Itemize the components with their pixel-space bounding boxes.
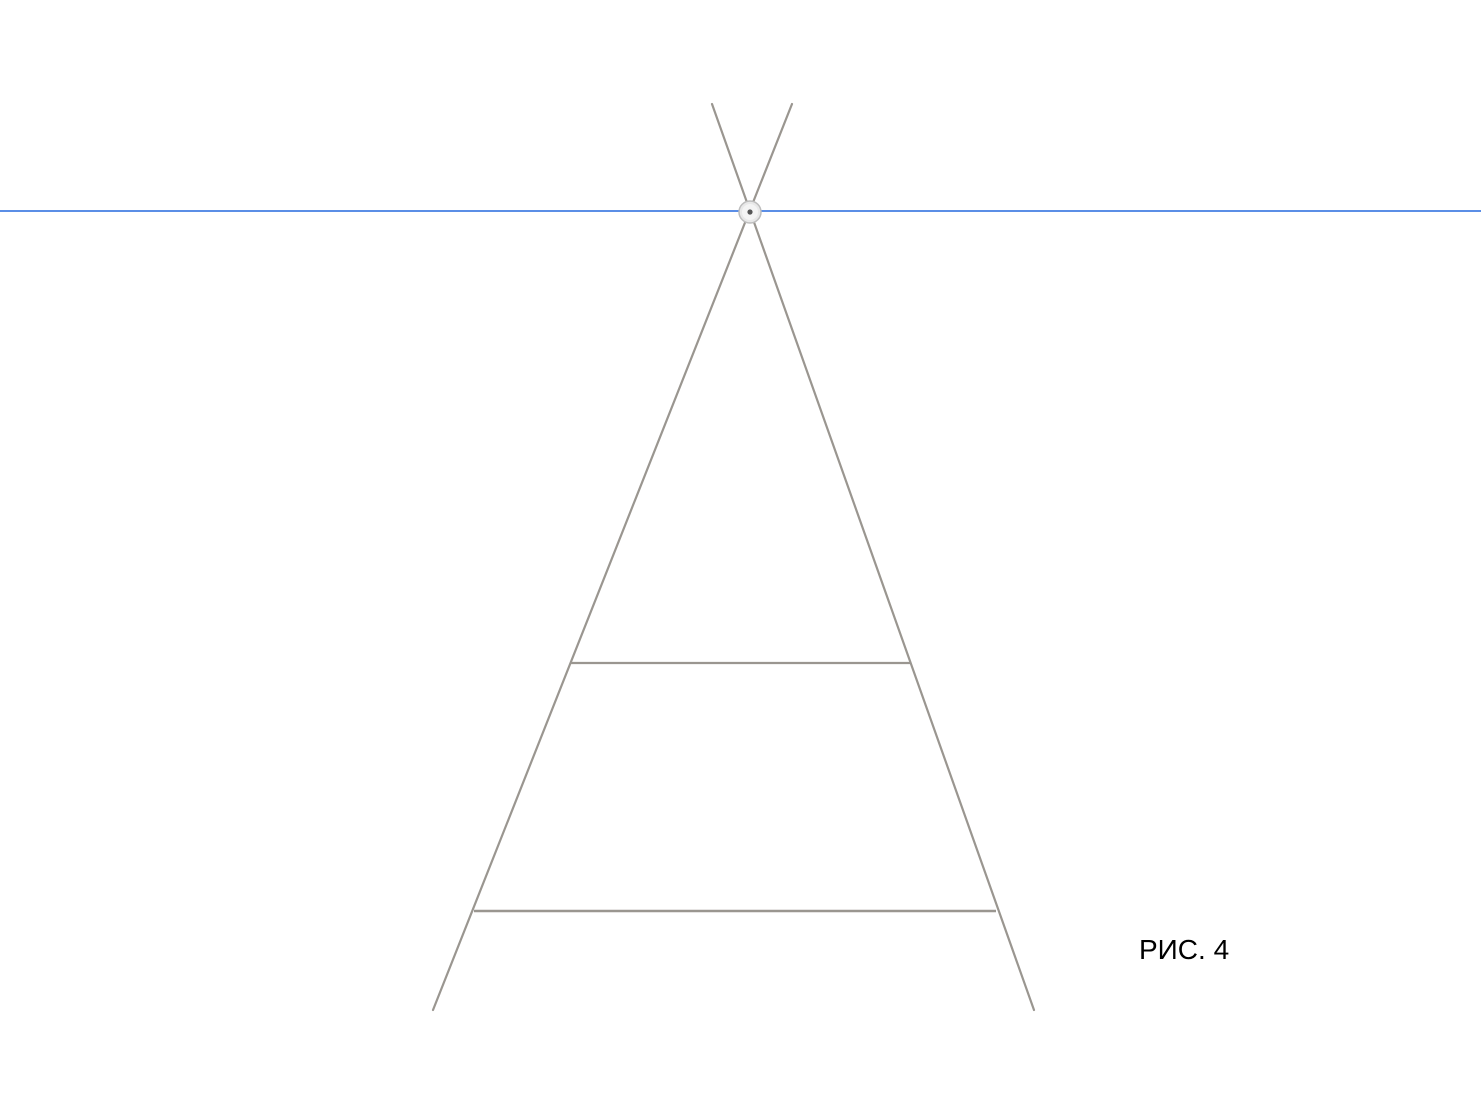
right-converging-line bbox=[710, 102, 1036, 1012]
figure-caption: РИС. 4 bbox=[1139, 934, 1230, 965]
vanishing-point-marker[interactable] bbox=[738, 200, 762, 224]
left-converging-line bbox=[431, 102, 794, 1012]
